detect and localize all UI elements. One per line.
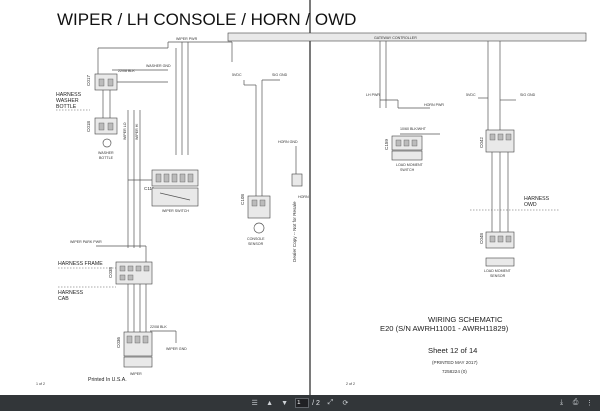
connector-c018-body: [94, 117, 118, 135]
page2-number: 2 of 2: [346, 382, 355, 386]
washer-motor-icon: [102, 138, 112, 148]
tb-heading: WIRING SCHEMATIC: [428, 315, 503, 324]
wiper-switch-body: [151, 187, 199, 207]
washer-label-2: BOTTLE: [99, 156, 114, 160]
watermark: Dealer Copy -- Not for Resale: [292, 201, 297, 262]
wiper-switch-label: WIPER SWITCH: [162, 209, 189, 213]
tb-sheet: Sheet 12 of 14: [428, 346, 477, 355]
harness-cab-2: CAB: [58, 296, 69, 302]
tb-printed: (PRINTED MAY 2017): [432, 360, 478, 365]
connector-c108: C108: [240, 194, 245, 205]
connector-c048: C048: [479, 233, 484, 244]
load-moment-switch-body: [391, 150, 423, 161]
tb-model: E20 (S/N AWRH11001 - AWRH11829): [380, 324, 509, 333]
harness-washer-bottle-1: HARNESS: [56, 92, 82, 98]
wiper-motor-body: [123, 356, 153, 368]
connector-c042: C042: [479, 137, 484, 148]
harness-frame: HARNESS FRAME: [58, 261, 103, 267]
wire-label-wiper-park: WIPER PARK PWR: [70, 240, 102, 244]
print-icon[interactable]: ⎙: [572, 399, 579, 406]
download-icon[interactable]: ⤓: [559, 399, 564, 406]
wire-label-5vdc-p2: 5VDC: [466, 93, 476, 97]
load-moment-sensor-2: SENSOR: [490, 274, 506, 278]
gateway-controller-label: GATEWAY CONTROLLER: [374, 36, 417, 40]
svg-text:WIPER LO: WIPER LO: [123, 122, 127, 140]
page-number-input[interactable]: [295, 398, 310, 408]
page-indicator: / 2: [295, 398, 320, 408]
harness-owd-1: HARNESS: [524, 196, 550, 202]
wire-label-washer-gnd: WASHER GND: [146, 64, 171, 68]
wire-label-sig-gnd-p2: SIG GND: [520, 93, 536, 97]
harness-owd-2: OWD: [524, 202, 537, 208]
connector-c038: C038: [108, 267, 113, 278]
connector-c018: C018: [86, 121, 91, 132]
connector-c038-body: [115, 261, 153, 285]
pdf-toolbar: ☰ ▲ ▼ / 2 ⤢ ⟳ ⤓ ⎙ ⋮: [0, 395, 600, 411]
schematic-pages: WIPER / LH CONSOLE / HORN / OWD WIPER PW…: [36, 0, 587, 395]
load-moment-switch-2: SWITCH: [400, 168, 415, 172]
connector-c017: C017: [86, 75, 91, 86]
wire-label-sig-gnd: SIG GND: [272, 73, 288, 77]
connector-c111: C111: [144, 186, 155, 191]
wire-label-bracket: 10/60 BLK/WHT: [400, 127, 427, 131]
load-moment-sensor-1: LOAD MOMENT: [484, 269, 512, 273]
page-up-icon[interactable]: ▲: [266, 399, 274, 407]
page-down-icon[interactable]: ▼: [281, 399, 289, 407]
wire-label-lh-pwr: LH PWR: [366, 93, 380, 97]
page1-printed: Printed In U.S.A.: [88, 377, 127, 383]
horn-body: [291, 173, 303, 187]
washer-label-1: WASHER: [98, 151, 114, 155]
page-title: WIPER / LH CONSOLE / HORN / OWD: [57, 10, 356, 29]
sidebar-icon[interactable]: ☰: [251, 400, 258, 407]
wiper-label: WIPER: [130, 372, 142, 376]
connector-c036-body: [123, 331, 153, 357]
console-sensor-label-1: CONSOLE: [247, 237, 265, 241]
harness-washer-bottle-3: BOTTLE: [56, 104, 77, 110]
wire-label-horn-pwr: HORN PWR: [424, 103, 444, 107]
console-sensor-label-2: SENSOR: [248, 242, 264, 246]
horn-gnd-label: HORN GND: [278, 140, 298, 144]
wire-label-blk2: 22/08 BLK: [150, 325, 167, 329]
page1-number: 1 of 2: [36, 382, 45, 386]
connector-c108-body: [247, 195, 271, 219]
wire-label-wiper-pwr: WIPER PWR: [176, 37, 198, 41]
connector-c017-body: [94, 73, 118, 91]
connector-c036: C036: [116, 337, 121, 348]
rotate-icon[interactable]: ⟳: [342, 400, 349, 407]
more-icon[interactable]: ⋮: [586, 400, 593, 407]
wiper-gnd-label: WIPER GND: [166, 347, 187, 351]
wire-label-5vdc: 5VDC: [232, 73, 242, 77]
harness-washer-bottle-2: WASHER: [56, 98, 79, 104]
gateway-controller-bar: [227, 32, 587, 42]
harness-cab-1: HARNESS: [58, 290, 84, 296]
connector-c042-body: [485, 129, 515, 153]
page-total: / 2: [312, 399, 320, 407]
load-moment-sensor-body: [485, 257, 515, 267]
connector-c159: C159: [384, 139, 389, 150]
load-moment-switch-1: LOAD MOMENT: [396, 163, 424, 167]
svg-text:WIPER HI: WIPER HI: [135, 124, 139, 140]
wire-label-blk1: 22/08 BLK: [118, 69, 135, 73]
tb-part-no: 7258224 (0): [442, 369, 467, 374]
horn-label: HORN: [298, 195, 309, 199]
fit-icon[interactable]: ⤢: [327, 399, 334, 406]
console-sensor-icon: [253, 222, 265, 234]
